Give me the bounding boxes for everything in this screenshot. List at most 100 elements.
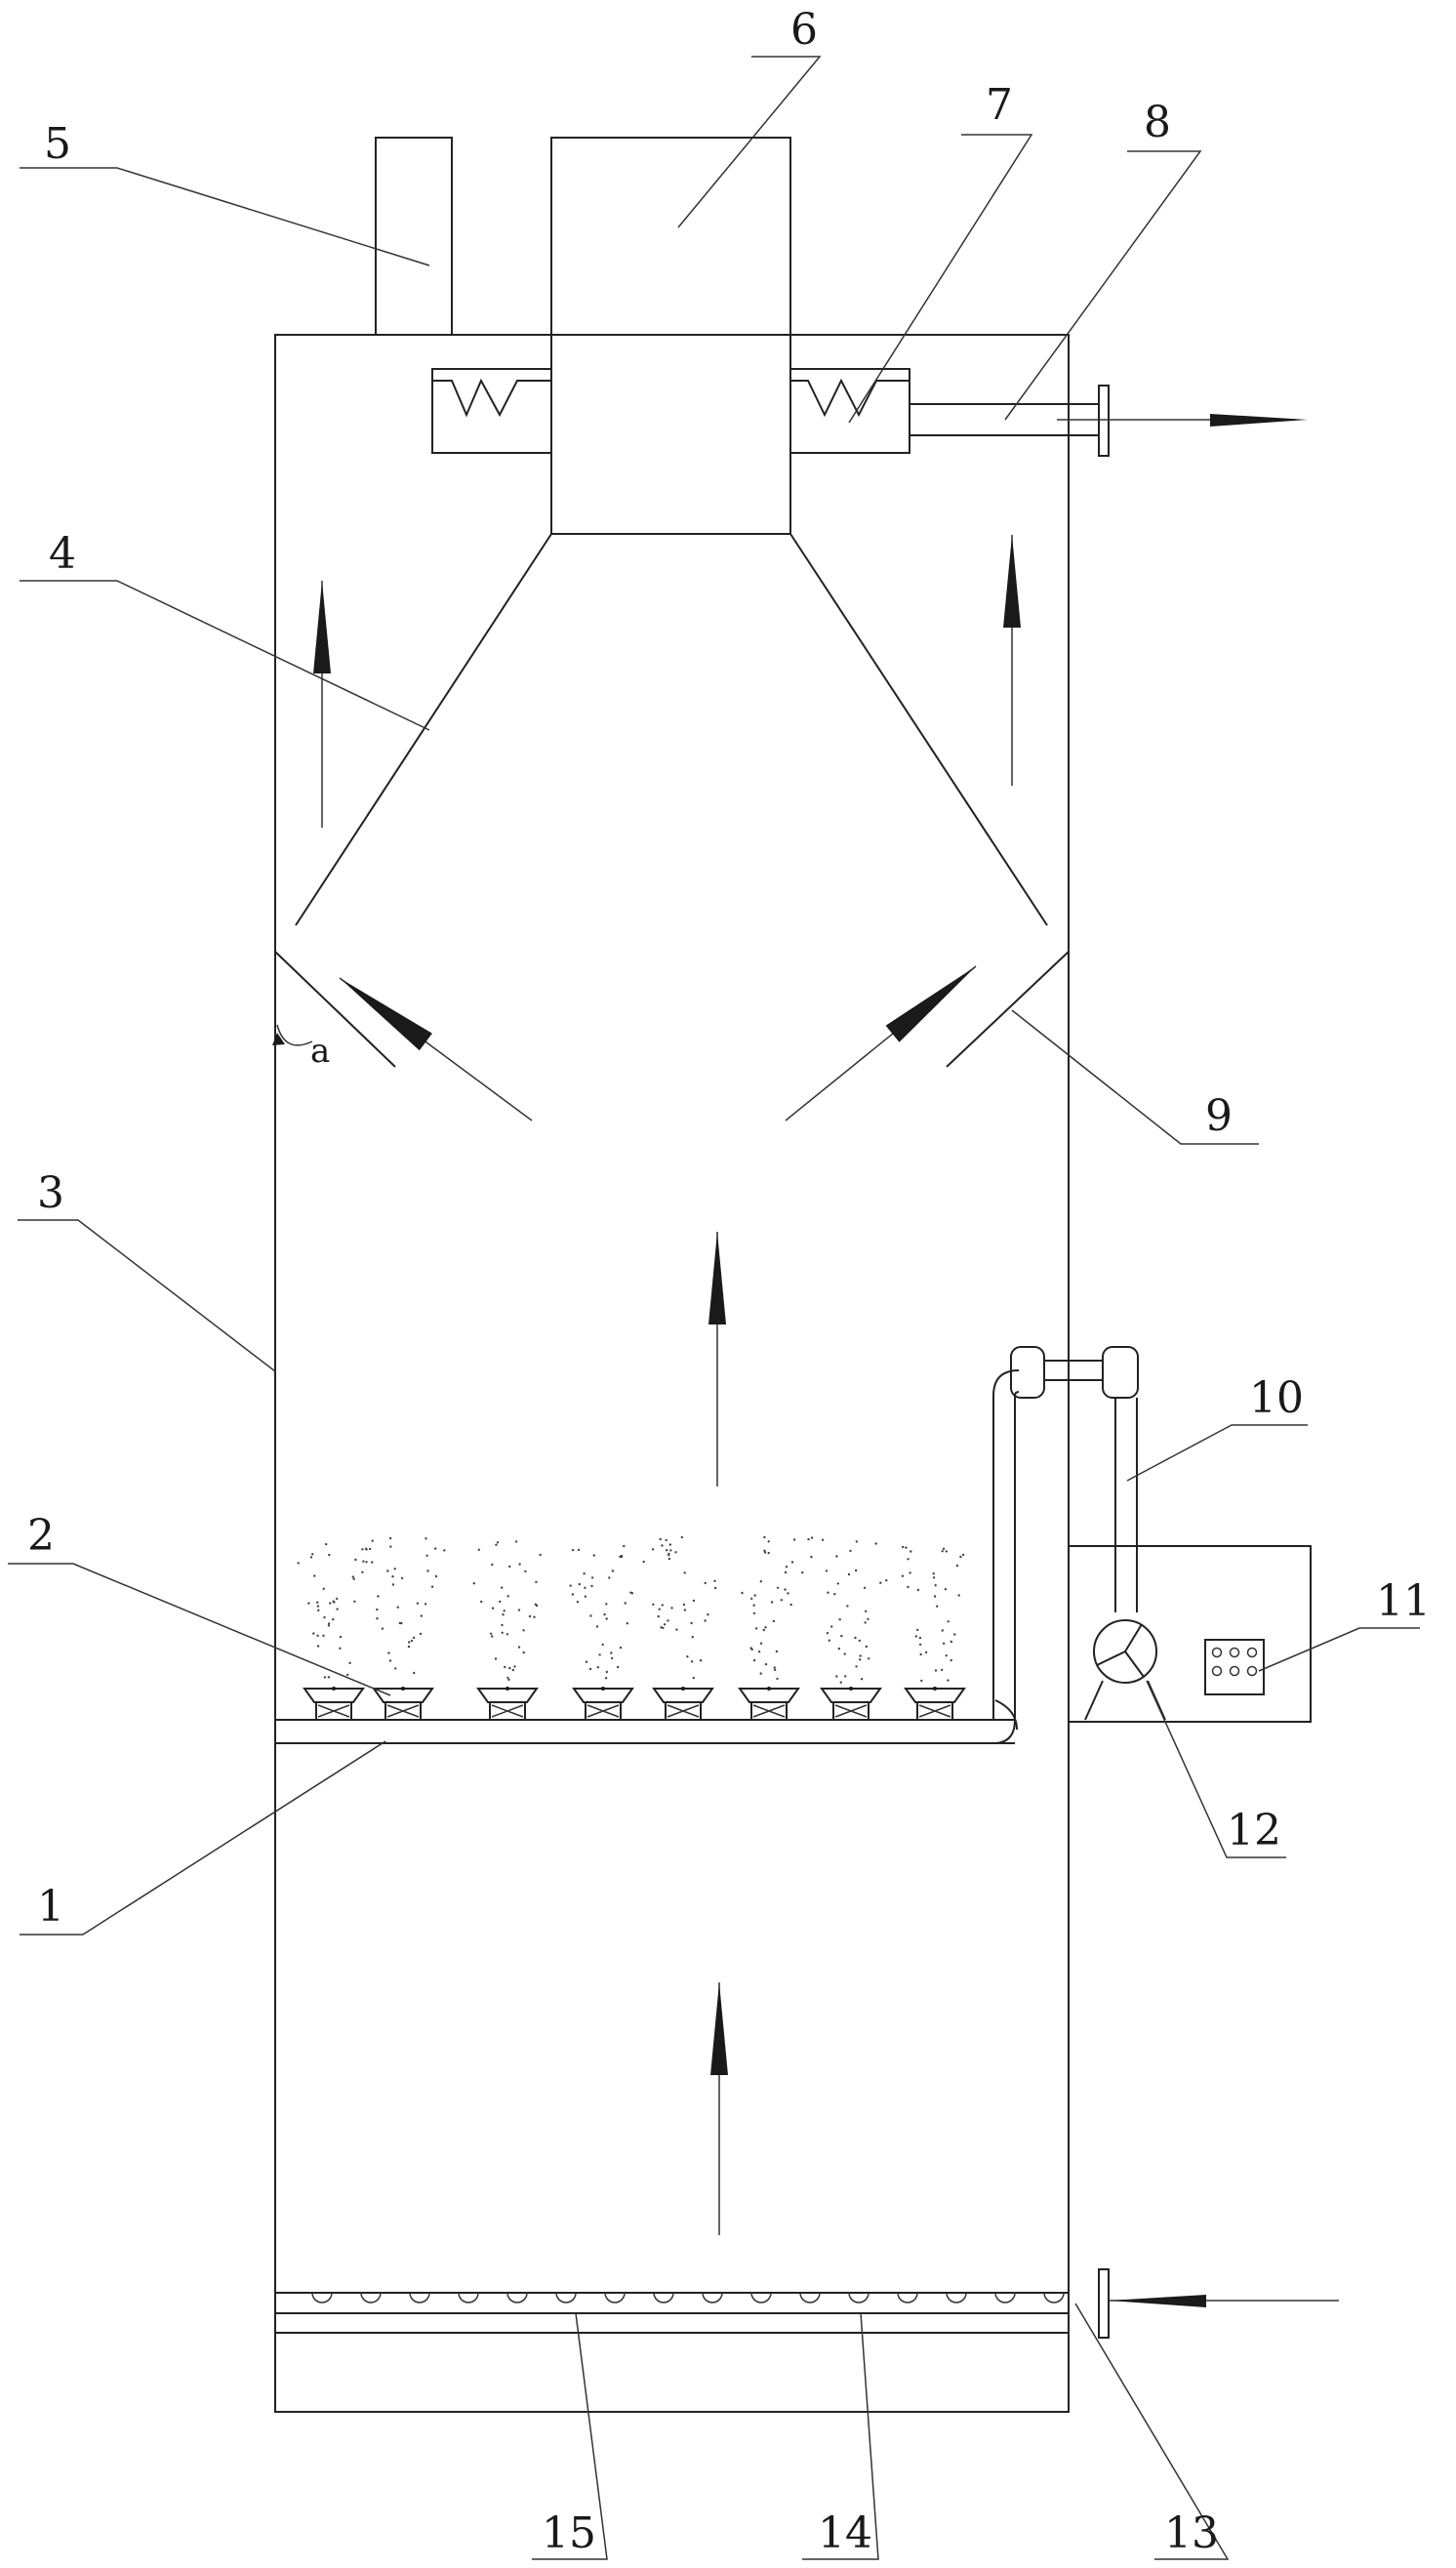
mist-droplet [371, 1561, 374, 1564]
mist-droplet [759, 1580, 762, 1583]
mist-droplet [577, 1548, 581, 1552]
label-9: 9 [1205, 1091, 1233, 1141]
air-hole [555, 2292, 577, 2303]
leader-14 [802, 2312, 879, 2560]
mist-droplet [391, 1583, 395, 1586]
mist-droplet [810, 1555, 813, 1559]
spray-nozzle [303, 1687, 365, 1721]
mist-droplet [309, 1556, 313, 1559]
mist-droplet [833, 1593, 836, 1596]
mist-droplet [517, 1646, 521, 1649]
mist-droplet [836, 1582, 839, 1585]
mist-droplet [501, 1631, 504, 1635]
mist-droplet [361, 1548, 364, 1551]
inlet-flange [1098, 2268, 1110, 2339]
tower-shell [274, 334, 1070, 2413]
mist-droplet [316, 1634, 319, 1638]
right-demister-box [789, 368, 910, 454]
mist-droplet [776, 1586, 780, 1590]
mist-droplet [371, 1539, 374, 1542]
mist-droplet [683, 1571, 686, 1574]
mist-droplet [941, 1550, 944, 1553]
mist-droplet [828, 1639, 830, 1642]
mist-droplet [592, 1554, 595, 1557]
mist-droplet [407, 1645, 411, 1649]
left-deflector [274, 951, 396, 1068]
mist-droplet [752, 1611, 756, 1615]
mist-droplet [494, 1657, 498, 1660]
mist-droplet [959, 1555, 962, 1559]
mist-droplet [604, 1677, 608, 1680]
spray-nozzle [372, 1687, 434, 1721]
mist-droplet [605, 1617, 608, 1620]
mist-droplet [932, 1572, 935, 1575]
angle-label: a [310, 1032, 330, 1071]
mist-droplet [830, 1625, 833, 1628]
mist-droplet [919, 1652, 922, 1656]
mist-droplet [434, 1547, 437, 1550]
mist-droplet [413, 1671, 416, 1675]
mist-droplet [780, 1599, 783, 1602]
mist-droplet [843, 1652, 846, 1655]
mist-droplet [759, 1672, 762, 1675]
mist-droplet [945, 1654, 948, 1657]
mist-droplet [387, 1651, 390, 1654]
mist-droplet [603, 1612, 606, 1616]
label-1: 1 [37, 1882, 64, 1932]
mist-droplet [518, 1563, 521, 1566]
demister-group [431, 368, 1308, 457]
leader-4 [20, 580, 430, 731]
mist-droplet [323, 1676, 327, 1679]
mist-droplet [491, 1563, 494, 1567]
mist-droplet [443, 1549, 446, 1552]
air-holes [311, 2292, 1065, 2303]
mist-droplet [477, 1548, 480, 1552]
mist-droplet [864, 1621, 867, 1624]
spray-nozzle [652, 1687, 714, 1721]
elbow-top-left [1010, 1346, 1045, 1399]
mist-droplet [775, 1650, 779, 1653]
mist-droplet [528, 1614, 532, 1618]
leader-10 [1126, 1424, 1308, 1482]
mist-droplet [763, 1551, 767, 1554]
air-hole [653, 2292, 674, 2303]
mist-droplet [346, 1673, 349, 1677]
mist-droplet [753, 1594, 756, 1597]
flow-arrow [1003, 535, 1021, 786]
mist-droplet [416, 1602, 420, 1605]
mist-droplet [584, 1586, 586, 1590]
mist-droplet [764, 1626, 767, 1629]
mist-droplet [905, 1546, 908, 1549]
mist-droplet [944, 1588, 948, 1591]
mist-droplet [507, 1678, 510, 1682]
mist-droplet [914, 1635, 917, 1638]
mist-droplet [327, 1624, 331, 1627]
mist-droplet [665, 1538, 667, 1542]
mist-droplet [835, 1555, 838, 1558]
gas-inlet [1098, 2268, 1339, 2339]
mist-droplet [660, 1626, 663, 1629]
mist-droplet [426, 1569, 429, 1572]
mist-droplet [616, 1665, 620, 1669]
mist-droplet [351, 1575, 354, 1578]
mist-droplet [942, 1642, 946, 1646]
mist-droplet [763, 1535, 766, 1539]
panel-button [1229, 1665, 1240, 1677]
mist-droplet [662, 1626, 665, 1630]
mist-droplet [953, 1633, 956, 1636]
air-hole [604, 2292, 626, 2303]
flow-arrow [313, 581, 331, 828]
mist-droplet [858, 1639, 861, 1643]
mist-droplet [785, 1566, 789, 1569]
panel-button [1229, 1647, 1240, 1658]
mist-droplet [425, 1537, 427, 1540]
mist-droplet [901, 1574, 905, 1577]
mist-droplet [362, 1560, 365, 1563]
mist-droplet [865, 1610, 868, 1613]
mist-droplet [757, 1651, 761, 1653]
mist-droplet [410, 1639, 414, 1643]
mist-droplet [329, 1602, 332, 1605]
mist-droplet [838, 1618, 841, 1621]
mist-droplet [846, 1605, 849, 1608]
mist-droplet [420, 1614, 423, 1617]
